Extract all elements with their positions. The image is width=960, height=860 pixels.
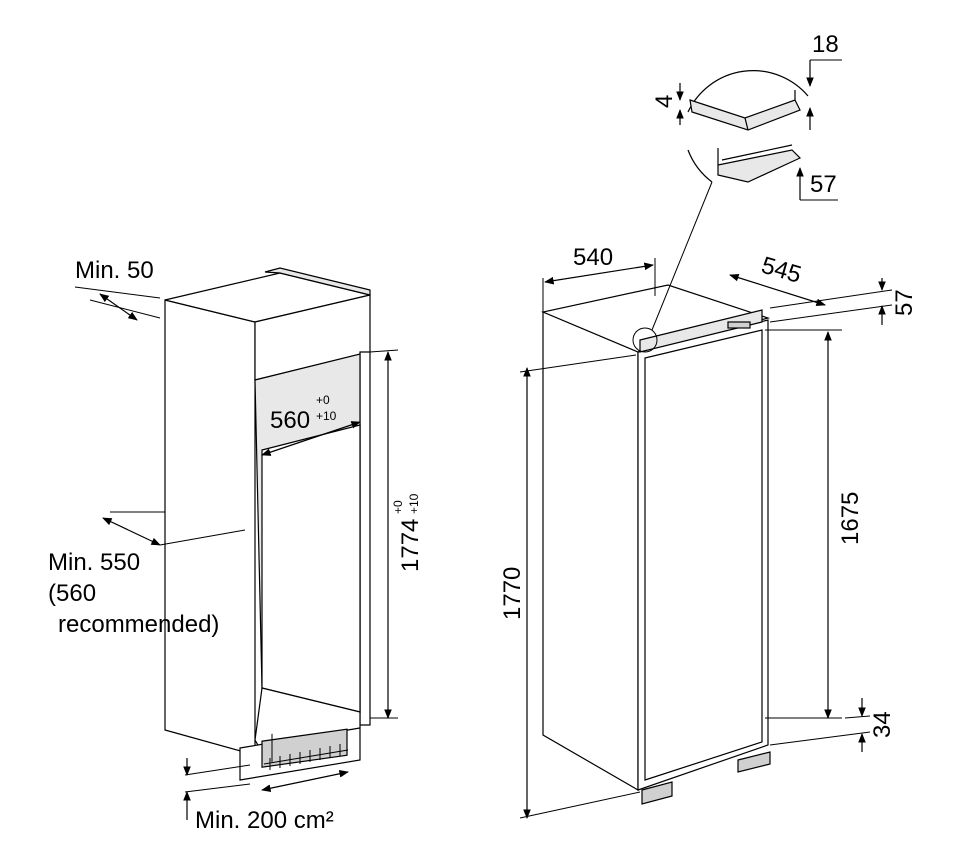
- min-top-gap-label: Min. 50: [75, 257, 154, 284]
- niche-height-tol-upper: +0: [391, 500, 405, 514]
- appliance-depth-label: 545: [758, 252, 804, 289]
- detail-bottom-label: 57: [810, 171, 837, 198]
- appliance-width-label: 540: [573, 244, 613, 271]
- niche-width-tol-upper: +0: [316, 393, 330, 407]
- appliance-height-label: 1770: [499, 567, 526, 620]
- vent-area-label: Min. 200 cm²: [195, 807, 334, 834]
- appliance-drawing: 540 545 57 1770 1675: [499, 181, 918, 819]
- cabinet-drawing: Min. 50 560 +0 +10 1774 +0 +10 Min. 550 …: [48, 257, 424, 834]
- detail-left-label: 4: [651, 95, 678, 108]
- min-depth-line2: (560: [48, 580, 96, 607]
- niche-width-label: 560: [270, 407, 310, 434]
- appliance-top-height-label: 57: [891, 289, 918, 316]
- min-depth-line1: Min. 550: [48, 549, 140, 576]
- detail-top-label: 18: [812, 31, 839, 58]
- niche-height-label: 1774: [397, 519, 424, 572]
- niche-width-tol-lower: +10: [316, 409, 337, 423]
- base-height-label: 34: [869, 711, 896, 738]
- vent-grille: [261, 728, 348, 768]
- door-height-label: 1675: [837, 492, 864, 545]
- vent-grille-slots: [263, 744, 349, 770]
- hinge-detail: 4 18 57: [651, 31, 842, 201]
- niche-height-tol-lower: +10: [407, 493, 421, 514]
- min-depth-line3: recommended): [58, 611, 219, 638]
